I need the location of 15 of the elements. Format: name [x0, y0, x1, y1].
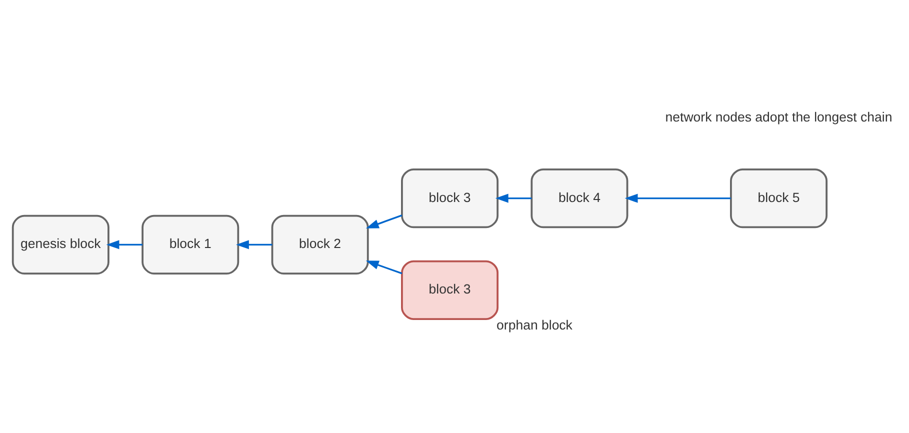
- arrow: [366, 214, 402, 228]
- arrow: [495, 193, 532, 202]
- arrow: [624, 193, 731, 202]
- node-label: orphan block: [496, 317, 572, 332]
- node-box: block 5: [730, 168, 828, 228]
- node-box: block 3: [401, 260, 499, 320]
- node-box: block 4: [530, 168, 628, 228]
- node-box: block 3: [401, 168, 499, 228]
- node-box: genesis block: [12, 214, 110, 274]
- label: network nodes adopt the longest chain: [665, 108, 892, 124]
- node-box: block 2: [271, 214, 369, 274]
- node-box: block 1: [142, 214, 240, 274]
- arrow: [236, 240, 272, 249]
- arrow: [106, 240, 143, 249]
- arrow: [366, 260, 402, 274]
